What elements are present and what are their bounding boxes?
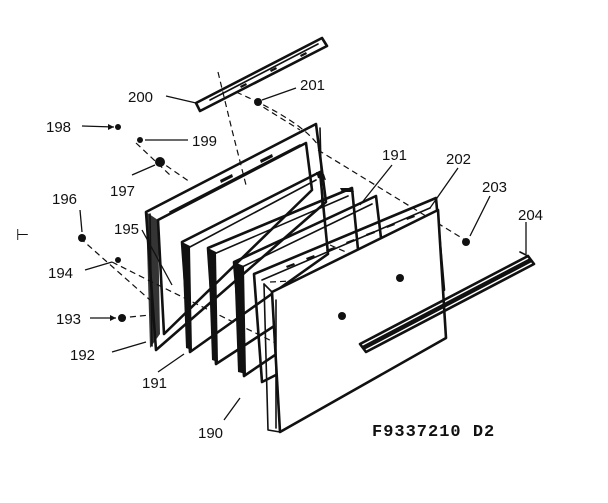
margin-mark: ⊢	[16, 227, 29, 244]
callout-192: 192	[70, 347, 95, 364]
callout-196: 196	[52, 191, 77, 208]
screw-203	[462, 238, 470, 246]
screw-201	[254, 98, 262, 106]
fasteners	[78, 98, 470, 322]
screw-198	[115, 124, 121, 130]
clip-199	[137, 137, 143, 143]
callout-198: 198	[46, 119, 71, 136]
callout-204: 204	[518, 207, 543, 224]
screw-194	[115, 257, 121, 263]
callout-197: 197	[110, 183, 135, 200]
leader-lines	[79, 87, 527, 421]
callout-193: 193	[56, 311, 81, 328]
callout-203: 203	[482, 179, 507, 196]
screw-197	[155, 157, 165, 167]
part-204-handle	[358, 251, 536, 354]
part-191-inner-panel	[180, 170, 330, 354]
drawing-code: F9337210 D2	[372, 423, 495, 442]
part-190-outer-door-panel	[263, 208, 448, 434]
callout-202: 202	[446, 151, 471, 168]
callout-191-bottom: 191	[142, 375, 167, 392]
callout-199: 199	[192, 133, 217, 150]
callout-labels: 200 201 198 199 197 196 195 194 193 192 …	[46, 77, 543, 442]
callout-194: 194	[48, 265, 73, 282]
part-200-top-trim	[194, 36, 329, 113]
screw-193	[118, 314, 126, 322]
part-192-inner-frame	[144, 122, 328, 352]
screw-196	[78, 234, 86, 242]
callout-190: 190	[198, 425, 223, 442]
callout-201: 201	[300, 77, 325, 94]
callout-195: 195	[114, 221, 139, 238]
callout-191-top: 191	[382, 147, 407, 164]
screw-202a	[396, 274, 404, 282]
callout-200: 200	[128, 89, 153, 106]
screw-202b	[338, 312, 346, 320]
